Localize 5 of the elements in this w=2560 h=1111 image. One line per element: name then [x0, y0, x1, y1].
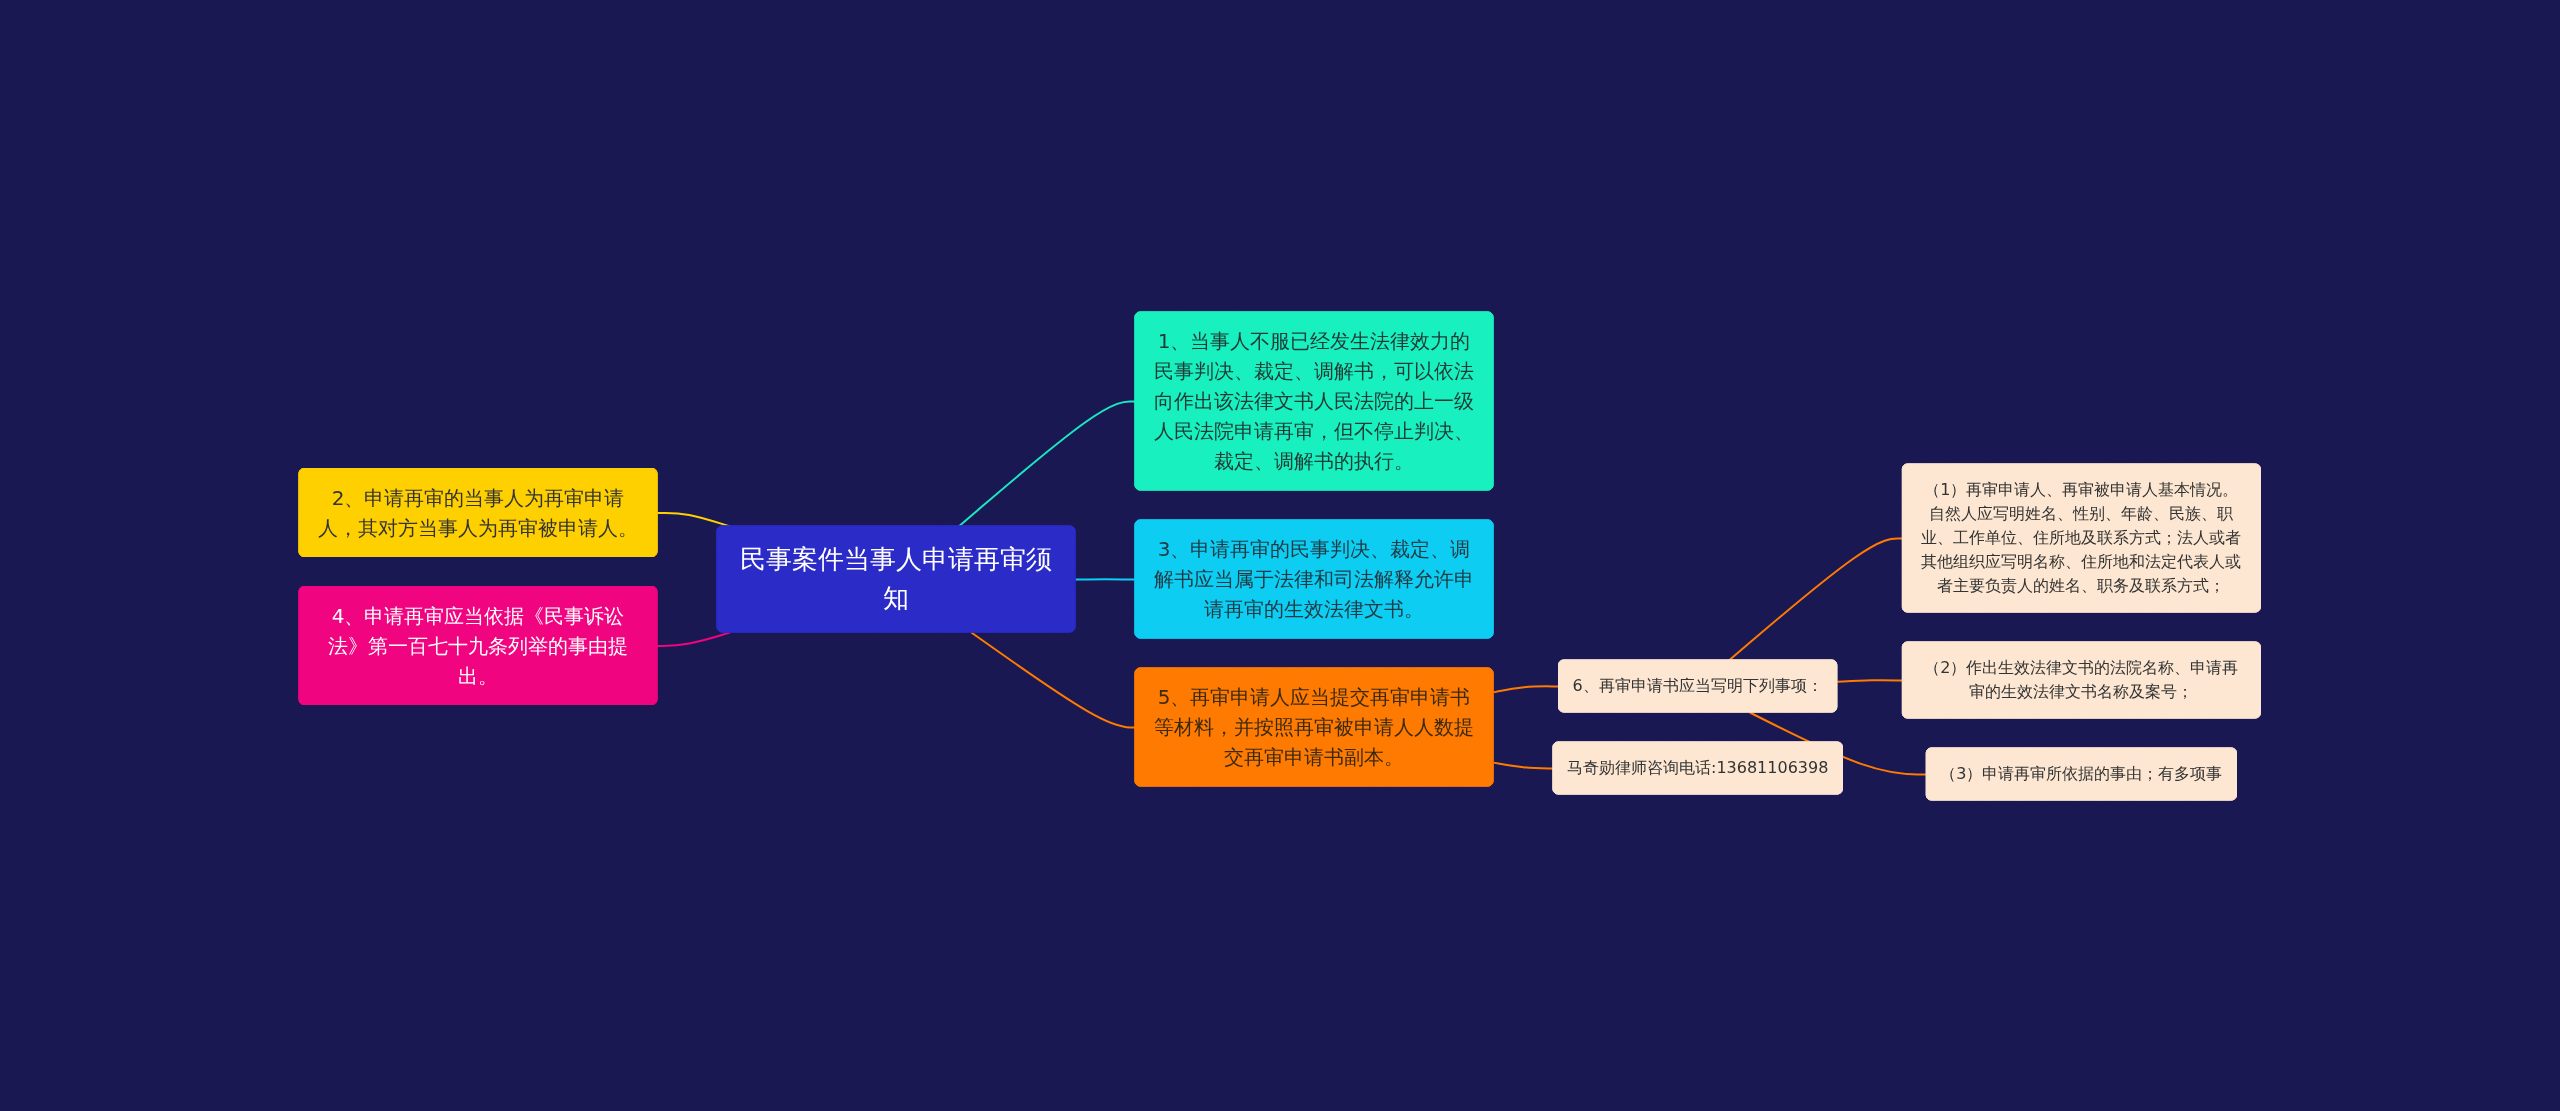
connector	[656, 631, 732, 647]
connector	[1492, 761, 1555, 769]
connector	[970, 631, 1137, 728]
connector	[958, 399, 1137, 527]
connector	[1074, 577, 1137, 580]
